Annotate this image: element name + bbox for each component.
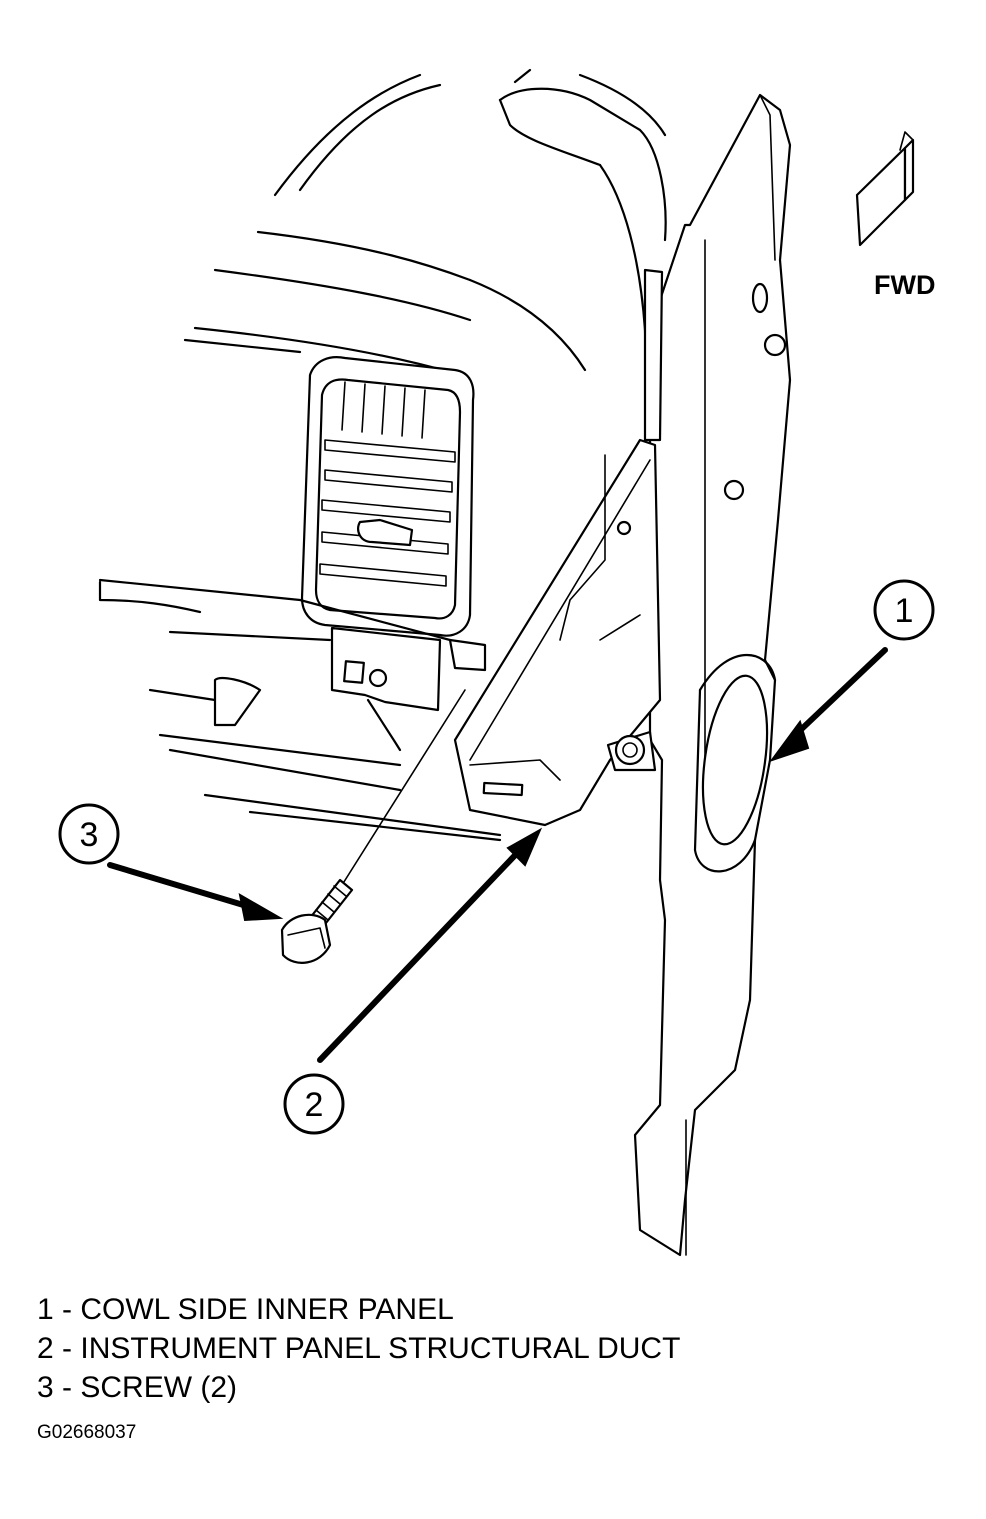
legend-separator: - <box>53 1371 81 1404</box>
parts-legend: 1 - COWL SIDE INNER PANEL 2 - INSTRUMENT… <box>37 1290 680 1407</box>
callout-1: 1 <box>873 579 935 641</box>
legend-item-1: 1 - COWL SIDE INNER PANEL <box>37 1290 680 1329</box>
callout-2: 2 <box>283 1073 345 1135</box>
legend-number: 3 <box>37 1371 54 1404</box>
callout-2-label: 2 <box>305 1086 324 1124</box>
fwd-label: FWD <box>874 270 935 300</box>
legend-text: SCREW (2) <box>80 1371 238 1404</box>
lower-instrument-panel <box>98 578 502 842</box>
legend-text: INSTRUMENT PANEL STRUCTURAL DUCT <box>80 1332 681 1365</box>
legend-separator: - <box>53 1293 81 1326</box>
assembly-illustration: FWD 1 2 3 <box>58 68 935 1257</box>
legend-separator: - <box>53 1332 81 1365</box>
screw <box>280 878 354 964</box>
screw-alignment-line <box>341 689 466 886</box>
callout-1-label: 1 <box>895 592 914 630</box>
leader-arrows <box>107 647 888 1063</box>
callout-3-label: 3 <box>80 816 99 854</box>
air-vent <box>300 356 475 637</box>
forward-indicator: FWD <box>855 131 935 300</box>
legend-number: 1 <box>37 1293 54 1326</box>
cowl-side-inner-panel <box>633 93 792 1257</box>
legend-text: COWL SIDE INNER PANEL <box>80 1293 454 1326</box>
legend-item-3: 3 - SCREW (2) <box>37 1368 680 1407</box>
figure-id: G02668037 <box>37 1422 137 1443</box>
callout-3: 3 <box>58 803 120 865</box>
legend-number: 2 <box>37 1332 54 1365</box>
structural-duct <box>453 268 664 827</box>
legend-item-2: 2 - INSTRUMENT PANEL STRUCTURAL DUCT <box>37 1329 680 1368</box>
